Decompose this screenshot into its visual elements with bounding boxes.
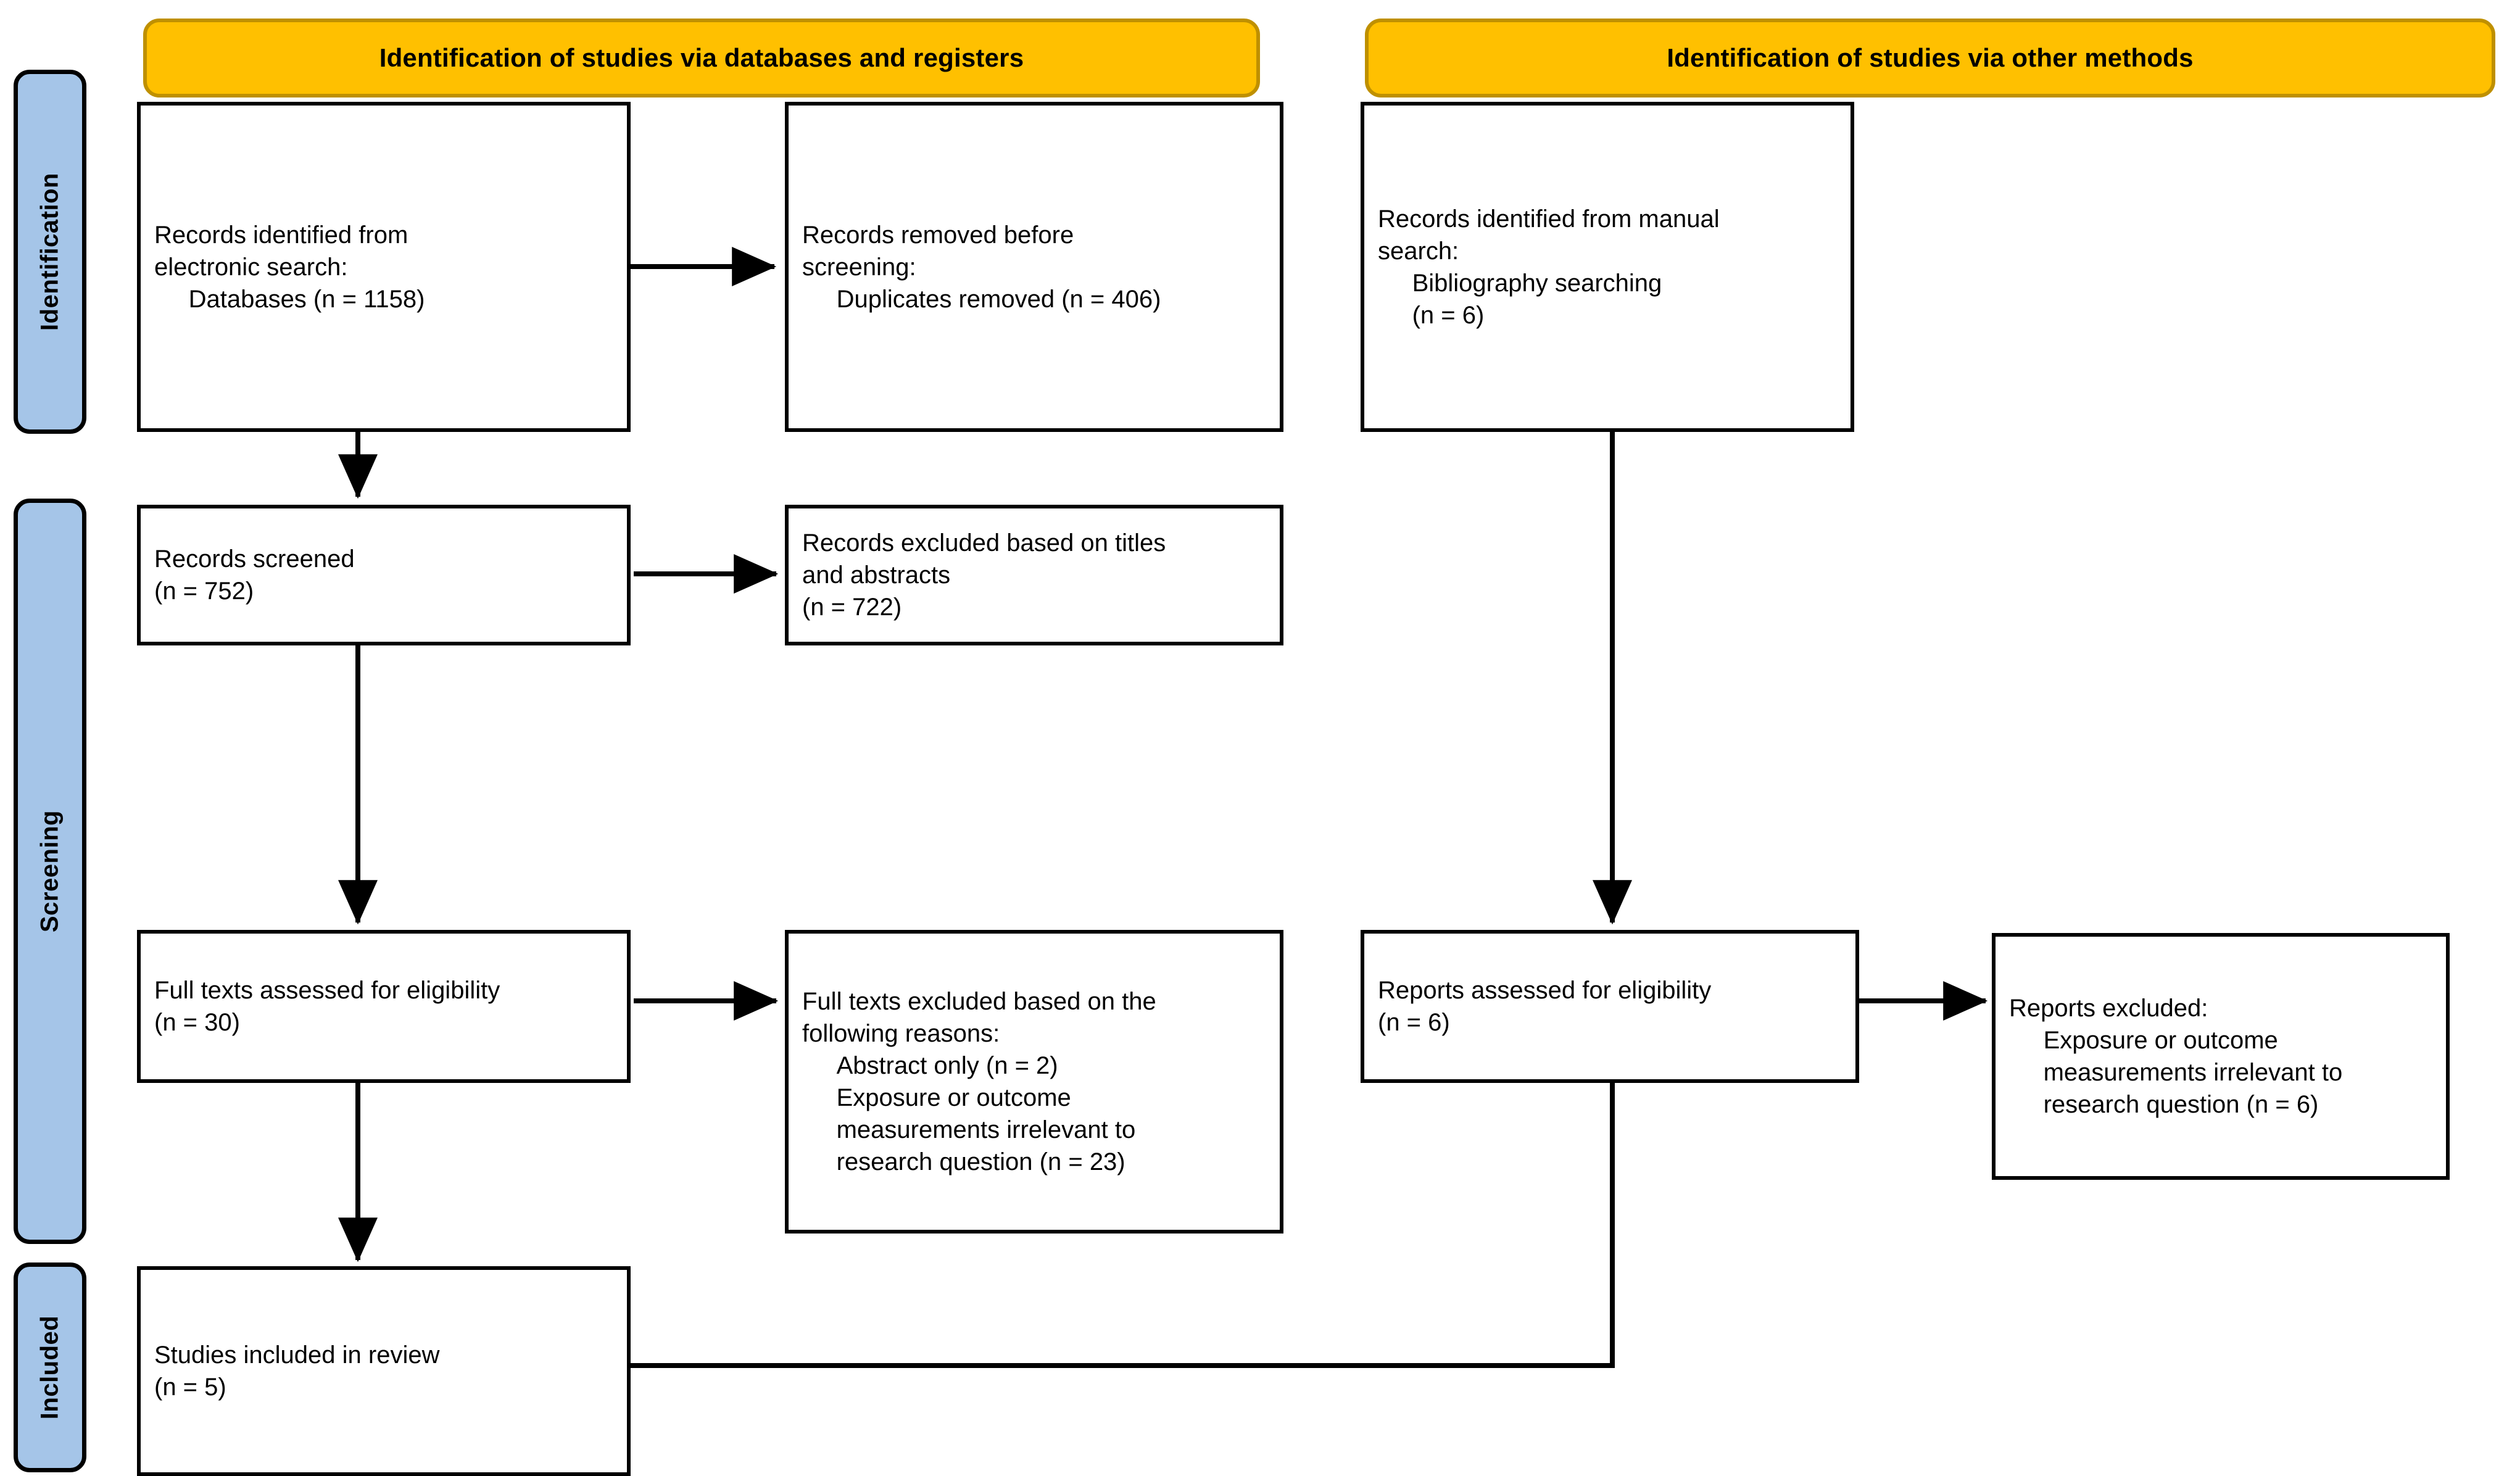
box-full-texts-excluded-text: Full texts excluded based on the followi… <box>802 988 1156 1175</box>
box-records-screened-text: Records screened (n = 752) <box>154 545 355 605</box>
box-full-texts-excluded: Full texts excluded based on the followi… <box>785 930 1283 1233</box>
box-records-excluded-text: Records excluded based on titles and abs… <box>802 529 1166 621</box>
phase-included-label: Included <box>36 1315 64 1420</box>
banner-other-methods: Identification of studies via other meth… <box>1365 19 2495 97</box>
box-records-identified-manual-search: Records identified from manual search: B… <box>1361 102 1854 432</box>
box-records-screened: Records screened (n = 752) <box>137 505 631 645</box>
box-records-removed-text: Records removed before screening: Duplic… <box>802 221 1161 313</box>
banner-databases-and-registers: Identification of studies via databases … <box>143 19 1260 97</box>
phase-screening-label: Screening <box>36 810 64 932</box>
box-full-texts-assessed: Full texts assessed for eligibility (n =… <box>137 930 631 1083</box>
box-reports-excluded: Reports excluded: Exposure or outcome me… <box>1992 933 2450 1180</box>
phase-screening: Screening <box>14 499 86 1244</box>
box-records-identified-databases: Records identified from electronic searc… <box>137 102 631 432</box>
box-reports-excluded-text: Reports excluded: Exposure or outcome me… <box>2009 995 2343 1118</box>
box-records-identified-text: Records identified from electronic searc… <box>154 221 425 313</box>
phase-identification: Identification <box>14 70 86 434</box>
box-full-texts-assessed-text: Full texts assessed for eligibility (n =… <box>154 977 500 1036</box>
box-reports-assessed-text: Reports assessed for eligibility (n = 6) <box>1378 977 1712 1036</box>
banner-other-methods-label: Identification of studies via other meth… <box>1667 43 2194 72</box>
phase-included: Included <box>14 1262 86 1472</box>
box-records-removed-before-screening: Records removed before screening: Duplic… <box>785 102 1283 432</box>
box-records-manual-text: Records identified from manual search: B… <box>1378 205 1720 329</box>
banner-databases-label: Identification of studies via databases … <box>379 43 1024 72</box>
box-studies-included-text: Studies included in review (n = 5) <box>154 1341 440 1401</box>
box-reports-assessed: Reports assessed for eligibility (n = 6) <box>1361 930 1859 1083</box>
phase-identification-label: Identification <box>36 173 64 331</box>
box-records-excluded-titles-abstracts: Records excluded based on titles and abs… <box>785 505 1283 645</box>
box-studies-included: Studies included in review (n = 5) <box>137 1266 631 1476</box>
